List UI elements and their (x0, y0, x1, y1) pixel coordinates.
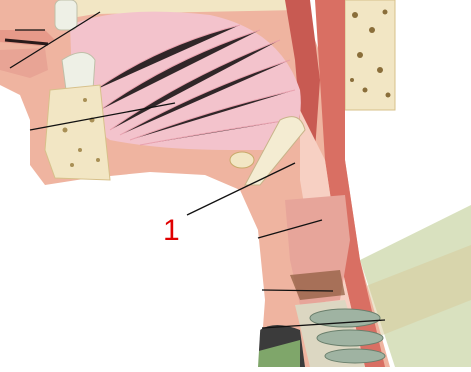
mandible-bone (45, 85, 110, 180)
neck-front (0, 190, 262, 367)
label-1: 1 (163, 216, 180, 246)
thyroid-cartilage (290, 270, 345, 300)
hyoid-bone (230, 152, 254, 168)
upper-incisor (55, 0, 77, 30)
